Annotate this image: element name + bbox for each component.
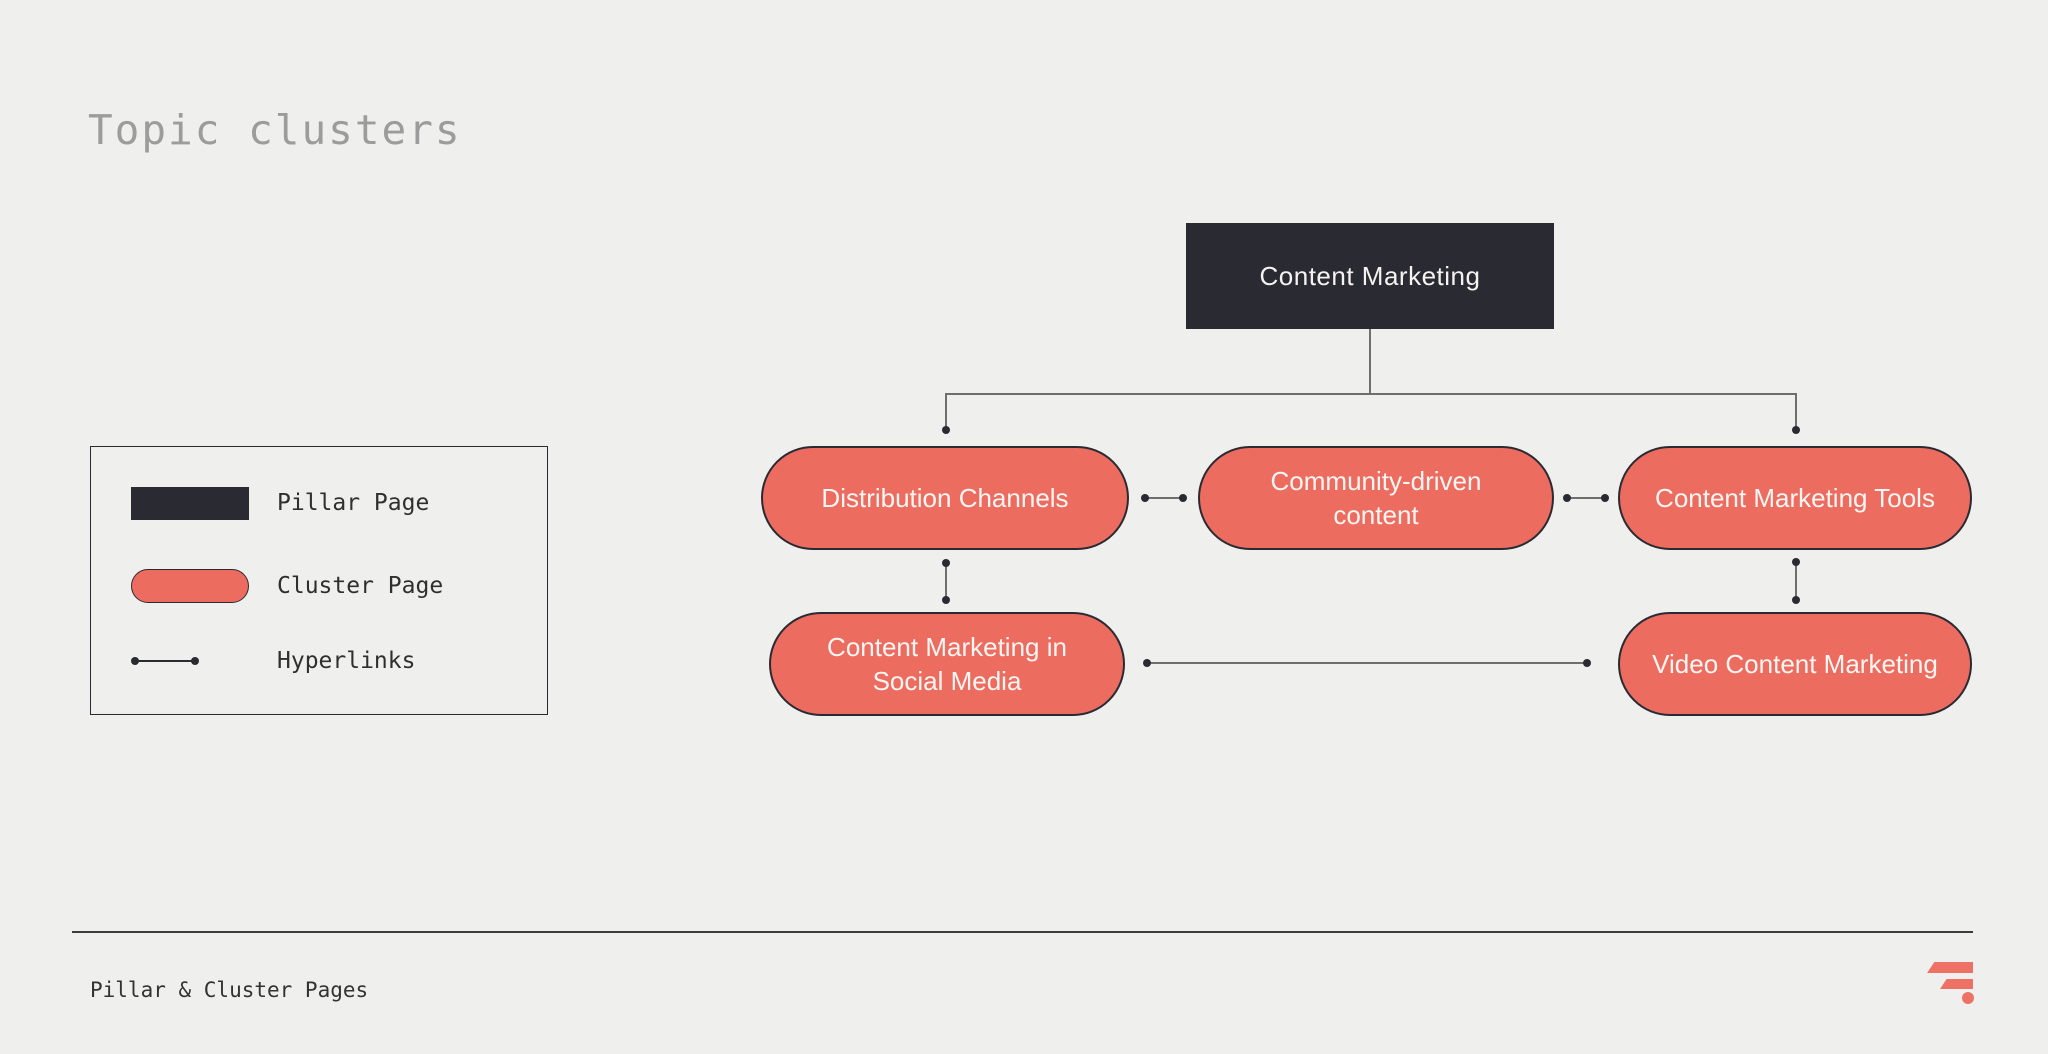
connector-branch-drop-left [945, 393, 947, 427]
footer-label: Pillar & Cluster Pages [90, 978, 369, 1002]
connector-branch-horizontal [946, 393, 1797, 395]
link-dot [942, 426, 950, 434]
cluster-node-content-marketing-tools: Content Marketing Tools [1618, 446, 1972, 550]
legend-item-cluster-page: Cluster Page [131, 569, 443, 603]
connector-row1-left [1145, 497, 1183, 499]
cluster-node-video-content-marketing: Video Content Marketing [1618, 612, 1972, 716]
brand-logo-icon [1927, 962, 1974, 1009]
pillar-swatch-icon [131, 486, 249, 520]
connector-trunk-vertical [1369, 329, 1371, 394]
connector-branch-drop-right [1795, 393, 1797, 427]
link-dot [942, 596, 950, 604]
legend-item-hyperlinks: Hyperlinks [131, 644, 415, 678]
pillar-node-content-marketing: Content Marketing [1186, 223, 1554, 329]
cluster-node-distribution-channels: Distribution Channels [761, 446, 1129, 550]
connector-vertical-left [945, 563, 947, 600]
page-title: Topic clusters [88, 106, 462, 154]
link-dot [1792, 558, 1800, 566]
legend-item-label: Pillar Page [277, 490, 430, 516]
link-dot [1601, 494, 1609, 502]
cluster-swatch-icon [131, 569, 249, 603]
hyperlink-swatch-icon [131, 657, 199, 665]
connector-row2-horizontal [1147, 662, 1587, 664]
legend-item-pillar-page: Pillar Page [131, 486, 429, 520]
footer-divider [72, 931, 1973, 933]
cluster-node-content-marketing-in-social-media: Content Marketing in Social Media [769, 612, 1125, 716]
link-dot [1563, 494, 1571, 502]
link-dot [1141, 494, 1149, 502]
cluster-node-community-driven-content: Community-driven content [1198, 446, 1554, 550]
link-dot [1792, 596, 1800, 604]
legend-item-label: Cluster Page [277, 573, 444, 599]
connector-row1-right [1567, 497, 1605, 499]
legend-box: Pillar Page Cluster Page Hyperlinks [90, 446, 548, 715]
legend-item-label: Hyperlinks [277, 648, 416, 674]
link-dot [1583, 659, 1591, 667]
connector-vertical-right [1795, 562, 1797, 600]
link-dot [1792, 426, 1800, 434]
link-dot [942, 559, 950, 567]
link-dot [1179, 494, 1187, 502]
link-dot [1143, 659, 1151, 667]
